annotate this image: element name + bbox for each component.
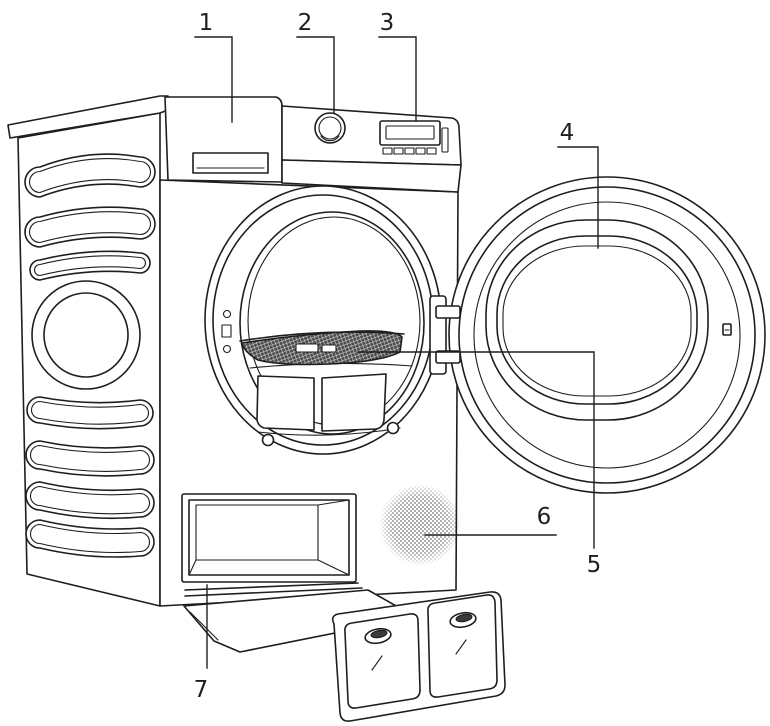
side-panel-rib-inner <box>29 444 151 472</box>
lint-filter-frame <box>239 331 405 342</box>
door-rim-ring <box>458 186 756 484</box>
side-panel-rib-inner <box>31 400 149 425</box>
display-button <box>393 147 404 155</box>
ventilation-grille <box>379 484 461 566</box>
door-glass-inner <box>502 245 692 397</box>
callout-label-7: 7 <box>194 677 209 703</box>
side-panel-rib <box>29 250 151 281</box>
display-screen <box>385 125 435 140</box>
callout-label-6: 6 <box>537 504 552 530</box>
water-tank-handle <box>192 152 269 174</box>
ring-screw <box>386 421 400 435</box>
side-panel-rib-inner <box>29 485 151 515</box>
side-panel-rib <box>25 440 155 477</box>
callout-label-5: 5 <box>587 552 602 578</box>
control-panel-lower-strip <box>281 159 462 193</box>
sensor-dot <box>222 344 232 354</box>
leader-line-1 <box>194 36 233 123</box>
cover-mark <box>371 639 467 671</box>
side-panel-ribs <box>24 153 156 558</box>
display-panel <box>379 120 441 146</box>
display-button <box>426 147 437 155</box>
side-panel-round-emboss <box>31 280 141 390</box>
callouts: 1 2 3 4 5 6 7 <box>194 10 602 703</box>
leader-line-5 <box>357 351 595 549</box>
door-hinge-bracket-bottom <box>435 350 461 364</box>
leader-line-4 <box>557 146 599 249</box>
leader-line-3 <box>378 36 417 122</box>
lint-filter-handle <box>321 344 337 353</box>
drum-vent-right <box>321 373 387 432</box>
side-panel-rib-inner <box>34 255 146 277</box>
condenser-compartment-back <box>195 504 319 561</box>
sensor-dot <box>222 309 232 319</box>
kickplate-flap-edge <box>189 611 219 641</box>
cover-latch-right-grip <box>455 613 473 623</box>
door-glass-outer <box>485 219 709 421</box>
lint-filter-handle <box>295 343 319 353</box>
callout-label-2: 2 <box>298 10 313 36</box>
door-hinge-bracket-top <box>435 305 461 319</box>
condenser-compartment <box>181 493 357 583</box>
program-knob-shade <box>320 135 340 142</box>
condenser-cover-compartment-left <box>344 613 421 709</box>
callout-label-1: 1 <box>199 10 214 36</box>
condenser-cover-compartment-right <box>427 594 498 698</box>
drum-vent-left <box>256 375 315 431</box>
power-button <box>441 127 449 153</box>
compartment-sill <box>184 582 363 597</box>
drum-floor-edge <box>257 427 401 436</box>
door-glass <box>496 235 698 405</box>
moisture-sensor <box>221 324 232 338</box>
display-button <box>404 147 415 155</box>
condenser-compartment-inner <box>188 499 350 576</box>
display-button <box>382 147 393 155</box>
side-panel-rib-inner <box>29 211 151 244</box>
side-panel-rib-inner <box>29 523 151 554</box>
ring-screw <box>261 433 275 447</box>
display-button <box>415 147 426 155</box>
program-knob-inner <box>318 116 342 140</box>
callout-label-3: 3 <box>380 10 395 36</box>
side-panel-round-emboss-inner <box>43 292 129 378</box>
cover-latch-left-grip <box>370 629 388 639</box>
side-panel-rib-inner <box>29 158 151 194</box>
door-rim-ring-inner <box>473 201 741 469</box>
condenser-compartment-edges <box>188 499 350 576</box>
callout-label-4: 4 <box>560 120 575 146</box>
leader-line-2 <box>296 36 335 114</box>
